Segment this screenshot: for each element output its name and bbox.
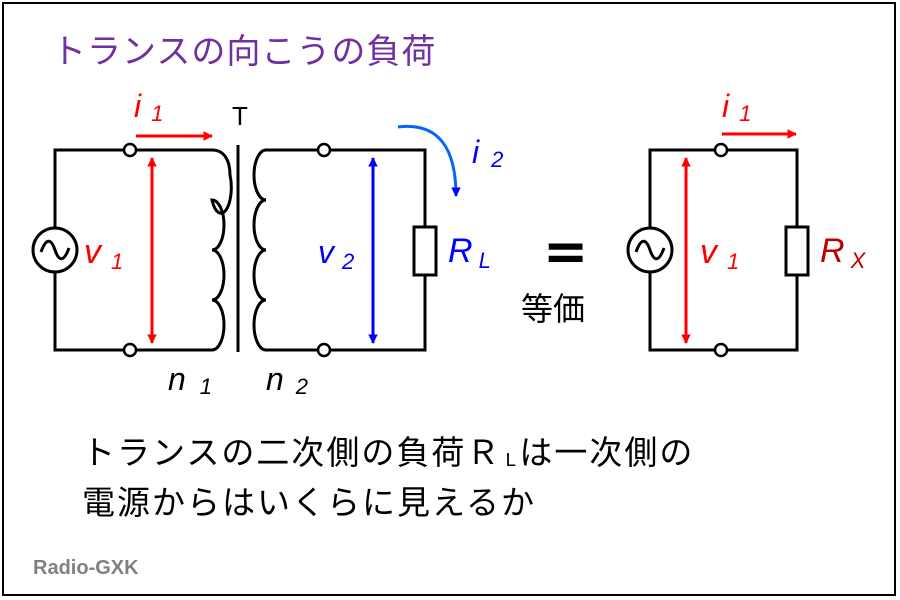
primary-wires <box>53 148 212 352</box>
load-resistor-rl <box>412 225 438 277</box>
equals-sign: = <box>543 220 588 283</box>
equivalent-wires <box>648 148 799 352</box>
secondary-coil <box>252 148 267 352</box>
transformer-label: T <box>232 101 248 131</box>
ac-source-primary <box>31 226 79 274</box>
i2-arrow <box>397 124 461 197</box>
terminal-equivalent-top <box>713 142 729 158</box>
terminal-equivalent-bottom <box>713 342 729 358</box>
caption-line-1-post: は一次側の <box>519 433 695 472</box>
terminal-primary-bottom <box>122 342 138 358</box>
caption-line-1-pre: トランスの二次側の負荷Ｒ <box>82 433 502 472</box>
terminal-primary-top <box>122 142 138 158</box>
primary-coil <box>210 148 233 352</box>
credit-label: Radio-GXK <box>33 557 139 579</box>
terminal-secondary-top <box>316 142 332 158</box>
secondary-wires <box>266 148 427 352</box>
ac-source-equivalent <box>626 226 674 274</box>
diagram-title: トランスの向こうの負荷 <box>52 32 437 72</box>
caption-line-1-subscript: L <box>505 450 516 471</box>
load-resistor-rx <box>784 225 810 277</box>
caption-line-2: 電源からはいくらに見えるか <box>82 483 537 522</box>
equivalence-label: 等価 <box>521 290 585 328</box>
terminal-secondary-bottom <box>316 342 332 358</box>
